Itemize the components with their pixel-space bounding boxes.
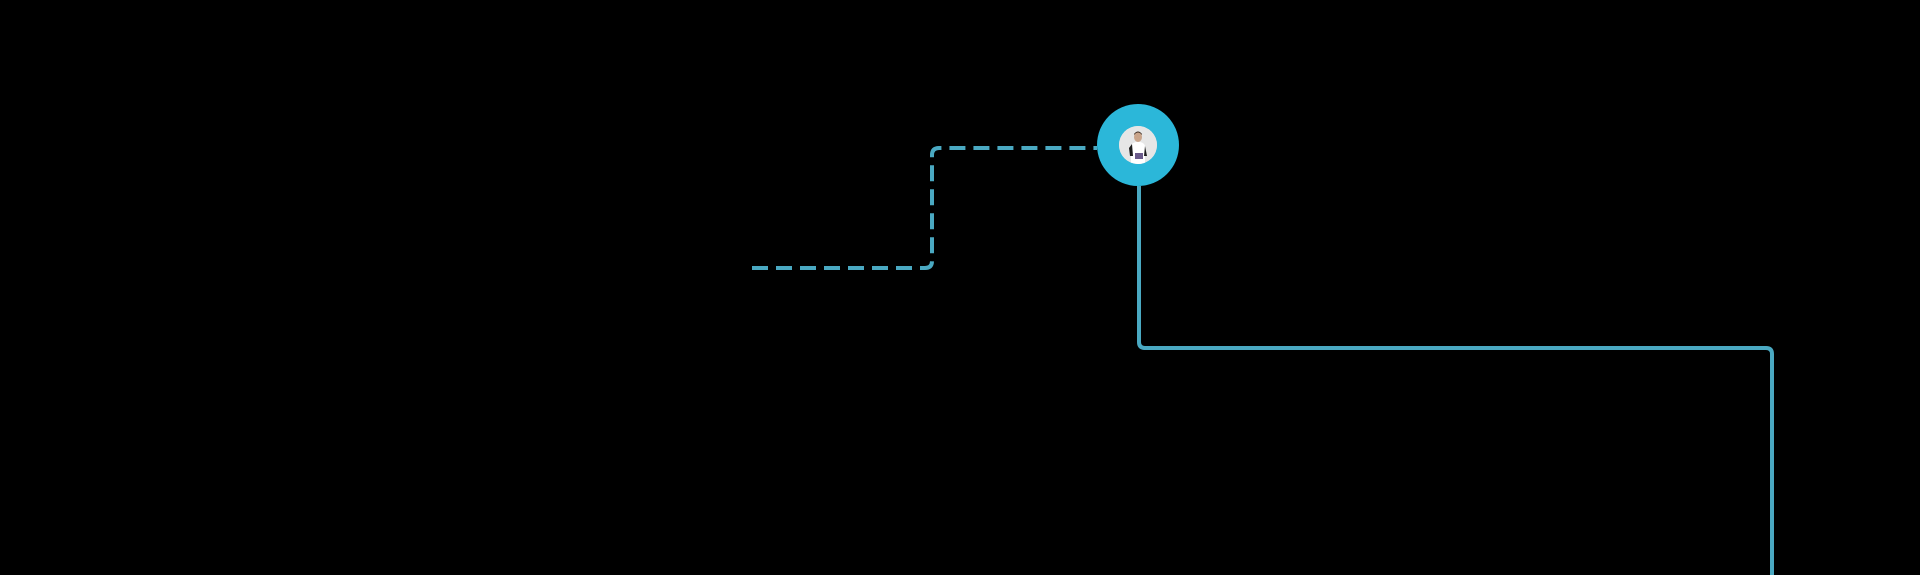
- person-node[interactable]: [1097, 104, 1179, 186]
- dashed-connector-line: [752, 146, 1097, 270]
- person-avatar-icon: [1119, 126, 1157, 164]
- solid-connector-line: [1137, 186, 1774, 575]
- person-figure-icon: [1119, 126, 1157, 164]
